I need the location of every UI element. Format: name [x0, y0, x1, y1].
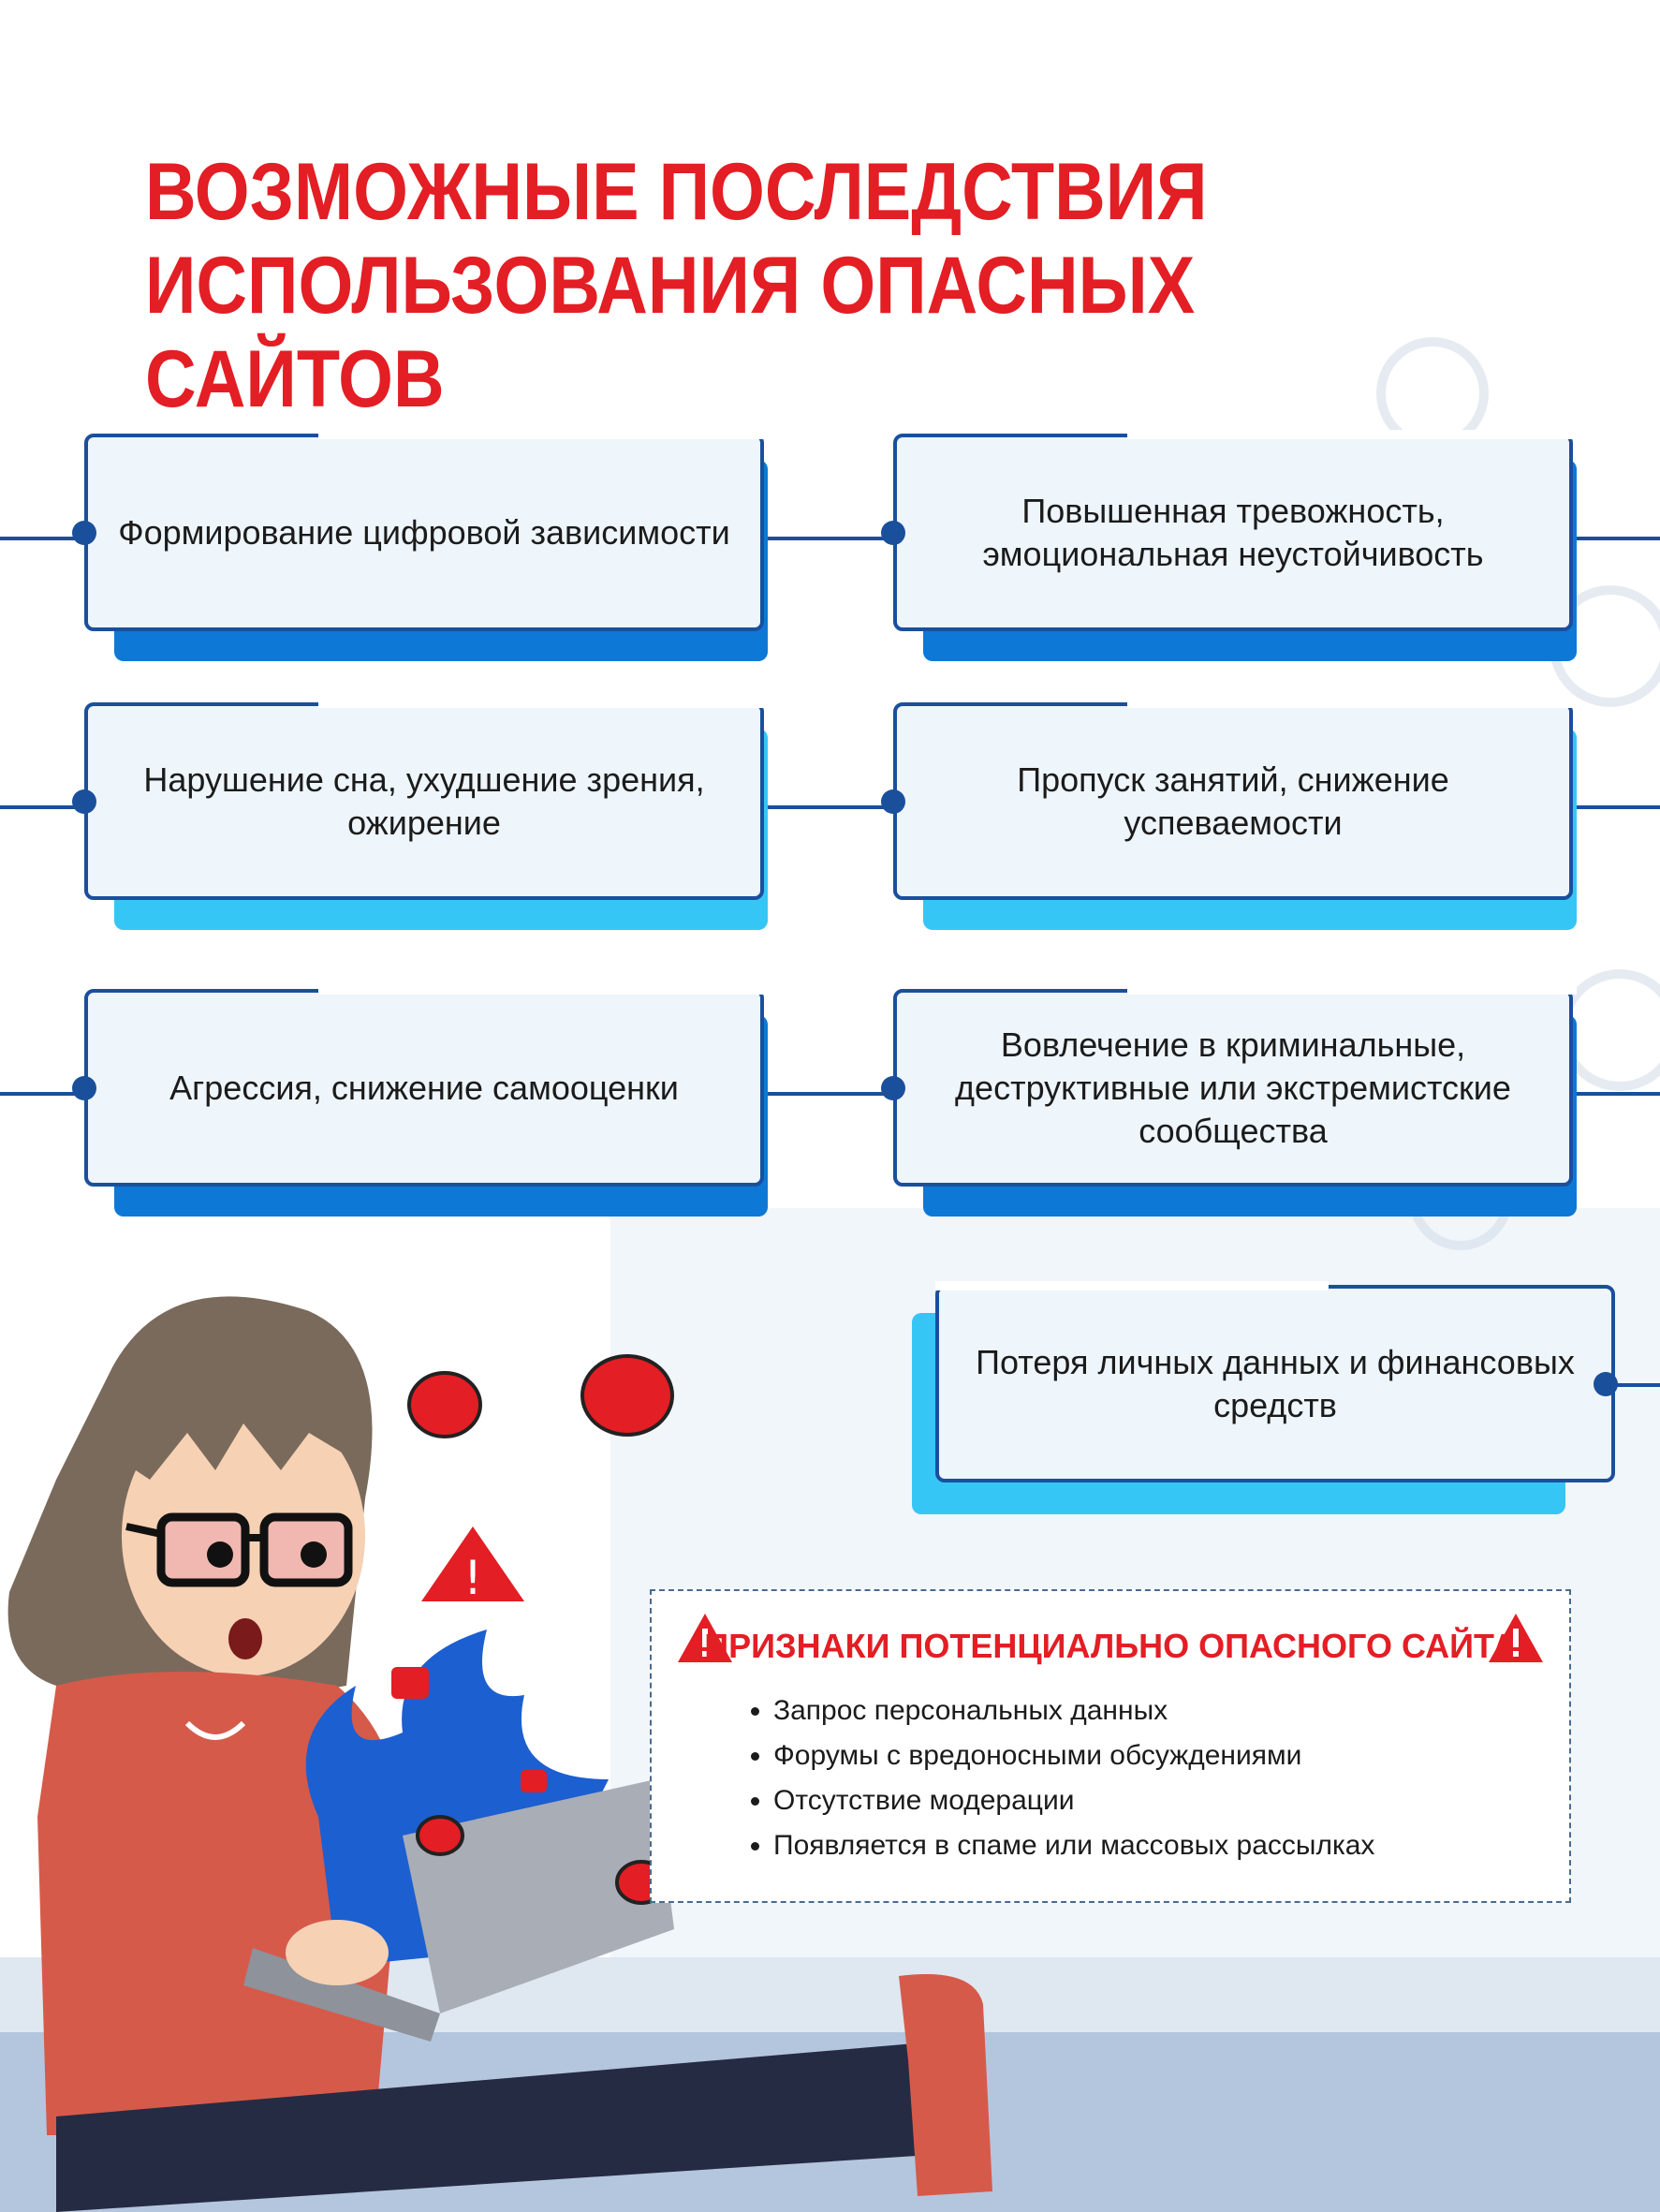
list-item: Отсутствие модерации: [773, 1778, 1374, 1823]
list-item: Запрос персональных данных: [773, 1688, 1374, 1733]
consequence-text: Нарушение сна, ухудшение зрения, ожирени…: [143, 759, 705, 842]
svg-text:!: !: [463, 1551, 482, 1605]
connector-line: [1573, 1092, 1660, 1096]
page-title: ВОЗМОЖНЫЕ ПОСЛЕДСТВИЯ ИСПОЛЬЗОВАНИЯ ОПАС…: [145, 145, 1381, 426]
connector-line: [0, 537, 84, 540]
signs-title: ПРИЗНАКИ ПОТЕНЦИАЛЬНО ОПАСНОГО САЙТА: [704, 1627, 1517, 1665]
connector-dot: [881, 1076, 905, 1100]
consequence-text: Пропуск занятий, снижение успеваемости: [1017, 759, 1449, 842]
consequence-text: Вовлечение в криминальные, деструктивные…: [955, 1025, 1511, 1150]
list-item: Появляется в спаме или массовых рассылка…: [773, 1823, 1374, 1868]
connector-line: [1582, 1383, 1660, 1387]
title-line-1: ВОЗМОЖНЫЕ ПОСЛЕДСТВИЯ: [145, 147, 1208, 237]
connector-dot: [881, 521, 905, 545]
consequence-text: Повышенная тревожность, эмоциональная не…: [982, 491, 1484, 573]
connector-line: [1573, 805, 1660, 809]
consequence-card: Потеря личных данных и финансовых средст…: [912, 1281, 1618, 1514]
connector-line: [766, 805, 895, 809]
consequence-text: Формирование цифровой зависимости: [118, 512, 730, 552]
connector-line: [766, 537, 895, 540]
connector-dot: [72, 521, 96, 545]
consequence-card: Пропуск занятий, снижение успеваемости: [881, 699, 1577, 930]
connector-dot: [1594, 1372, 1618, 1396]
consequence-card: Повышенная тревожность, эмоциональная не…: [881, 430, 1577, 661]
connector-line: [766, 1092, 895, 1096]
connector-dot: [72, 789, 96, 814]
danger-signs-box: ПРИЗНАКИ ПОТЕНЦИАЛЬНО ОПАСНОГО САЙТА Зап…: [650, 1589, 1571, 1903]
girl-with-laptop-illustration: !: [7, 1296, 992, 2212]
connector-dot: [881, 789, 905, 814]
consequence-card: Формирование цифровой зависимости: [72, 430, 768, 661]
warning-triangle-icon: [1489, 1614, 1543, 1662]
consequence-text: Агрессия, снижение самооценки: [169, 1068, 679, 1107]
consequence-card: Агрессия, снижение самооценки: [72, 985, 768, 1217]
consequence-card: Вовлечение в криминальные, деструктивные…: [881, 985, 1577, 1217]
connector-dot: [72, 1076, 96, 1100]
warning-triangle-icon: [678, 1614, 732, 1662]
consequence-card: Нарушение сна, ухудшение зрения, ожирени…: [72, 699, 768, 930]
consequence-text: Потеря личных данных и финансовых средст…: [976, 1342, 1575, 1424]
signs-list: Запрос персональных данных Форумы с вред…: [745, 1688, 1374, 1868]
list-item: Форумы с вредоносными обсуждениями: [773, 1733, 1374, 1778]
connector-line: [0, 805, 84, 809]
connector-line: [0, 1092, 84, 1096]
connector-line: [1573, 537, 1660, 540]
title-line-2: ИСПОЛЬЗОВАНИЯ ОПАСНЫХ САЙТОВ: [145, 241, 1196, 424]
